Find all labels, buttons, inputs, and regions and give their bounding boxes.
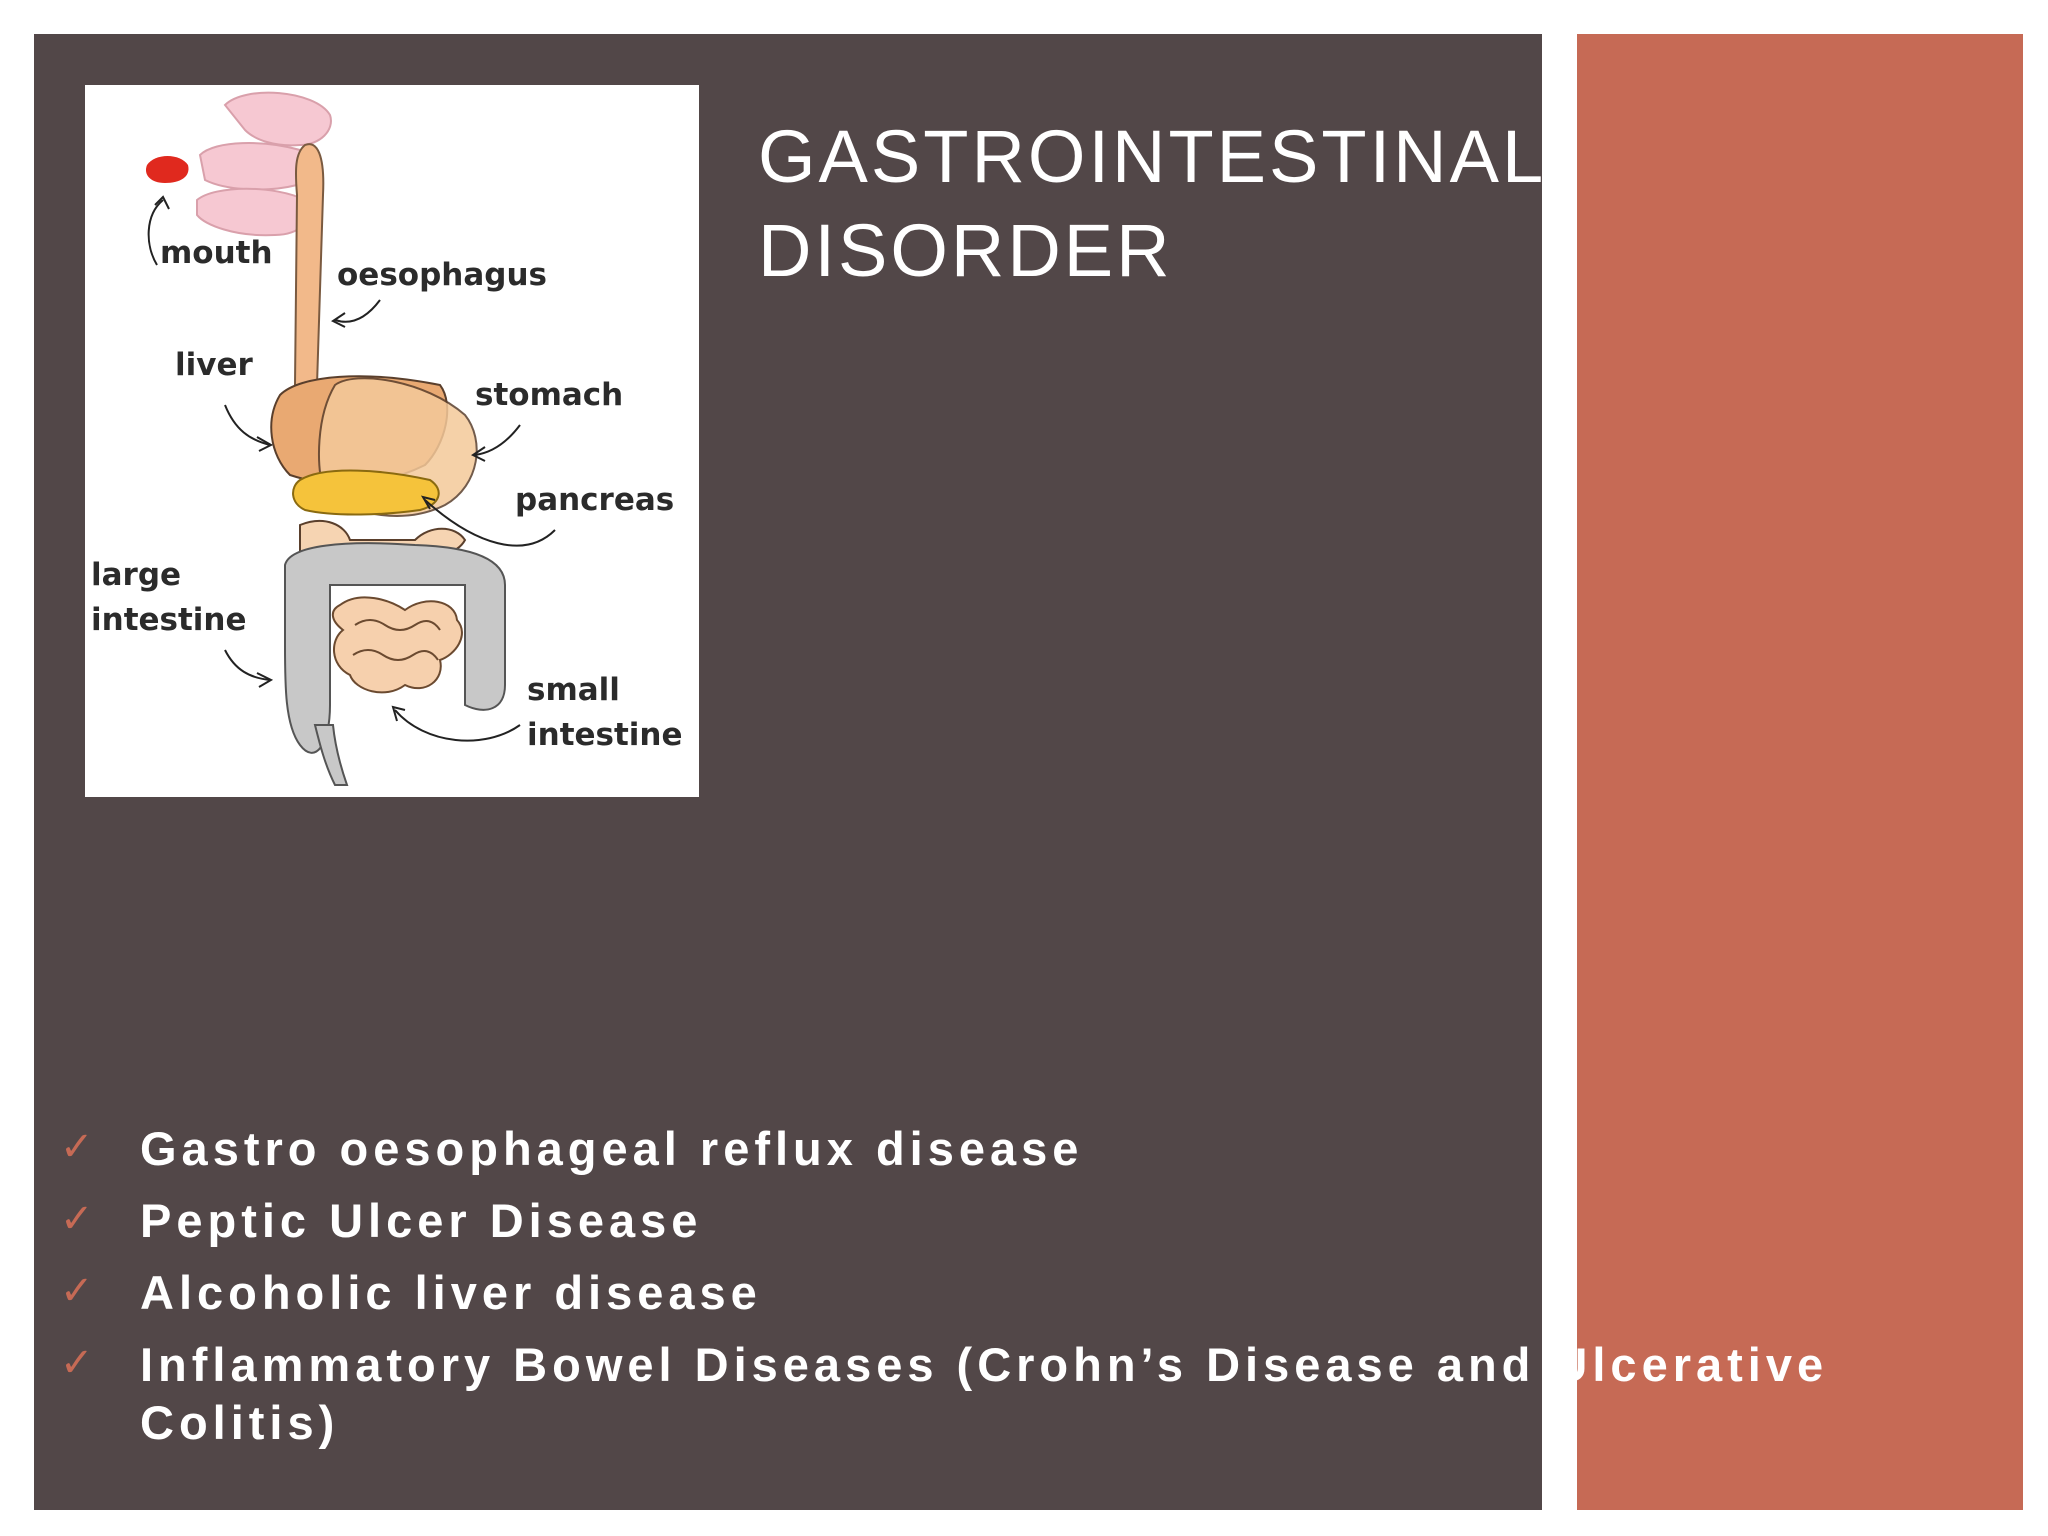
slide-title-line1: GASTROINTESTINAL	[758, 115, 1547, 198]
label-small-intestine-1: small	[527, 672, 620, 708]
check-icon: ✓	[60, 1268, 94, 1314]
label-large-intestine-2: intestine	[91, 602, 247, 638]
label-liver: liver	[175, 347, 253, 383]
digestive-system-illustration: mouth oesophagus liver stomach pancreas …	[91, 91, 683, 786]
digestive-system-diagram: mouth oesophagus liver stomach pancreas …	[85, 85, 699, 797]
label-oesophagus: oesophagus	[337, 257, 547, 293]
list-item-text: Inflammatory Bowel Diseases (Crohn’s Dis…	[140, 1338, 1829, 1449]
check-icon: ✓	[60, 1196, 94, 1242]
slide-title-line2: DISORDER	[758, 209, 1173, 292]
label-large-intestine-1: large	[91, 557, 181, 593]
label-pancreas: pancreas	[515, 482, 674, 518]
label-small-intestine-2: intestine	[527, 717, 683, 753]
list-item-text: Peptic Ulcer Disease	[140, 1194, 703, 1247]
list-item-text: Gastro oesophageal reflux disease	[140, 1122, 1084, 1175]
accent-panel	[1577, 34, 2023, 1510]
list-item: ✓ Peptic Ulcer Disease	[60, 1192, 1860, 1250]
check-icon: ✓	[60, 1340, 94, 1386]
disorder-list: ✓ Gastro oesophageal reflux disease ✓ Pe…	[60, 1120, 1860, 1466]
label-stomach: stomach	[475, 377, 623, 413]
label-mouth: mouth	[160, 235, 273, 271]
list-item: ✓ Alcoholic liver disease	[60, 1264, 1860, 1322]
list-item-text: Alcoholic liver disease	[140, 1266, 762, 1319]
list-item: ✓ Inflammatory Bowel Diseases (Crohn’s D…	[60, 1336, 1900, 1452]
check-icon: ✓	[60, 1124, 94, 1170]
list-item: ✓ Gastro oesophageal reflux disease	[60, 1120, 1860, 1178]
slide-title: GASTROINTESTINAL DISORDER	[758, 110, 1547, 298]
